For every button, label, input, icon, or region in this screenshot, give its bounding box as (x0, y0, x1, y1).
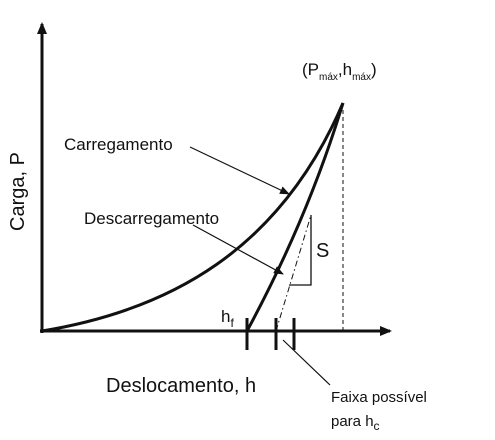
range-pointer-line (282, 339, 331, 386)
range-label-line2: para hc (331, 413, 380, 433)
max-point-label: (Pmáx,hmáx) (302, 60, 377, 83)
unloading-pointer-arrow (192, 224, 284, 275)
unloading-label: Descarregamento (84, 209, 219, 228)
loading-curve (41, 102, 345, 333)
stiffness-label: S (316, 240, 329, 262)
y-axis-label: Carga, P (7, 152, 29, 231)
range-label-line1: Faixa possível (331, 389, 427, 406)
x-axis-label: Deslocamento, h (106, 375, 256, 397)
stiffness-triangle (289, 215, 312, 286)
loading-label: Carregamento (64, 135, 173, 154)
hf-label: hf (221, 307, 234, 330)
loading-pointer-arrow (189, 146, 290, 195)
unloading-curve (245, 102, 345, 332)
